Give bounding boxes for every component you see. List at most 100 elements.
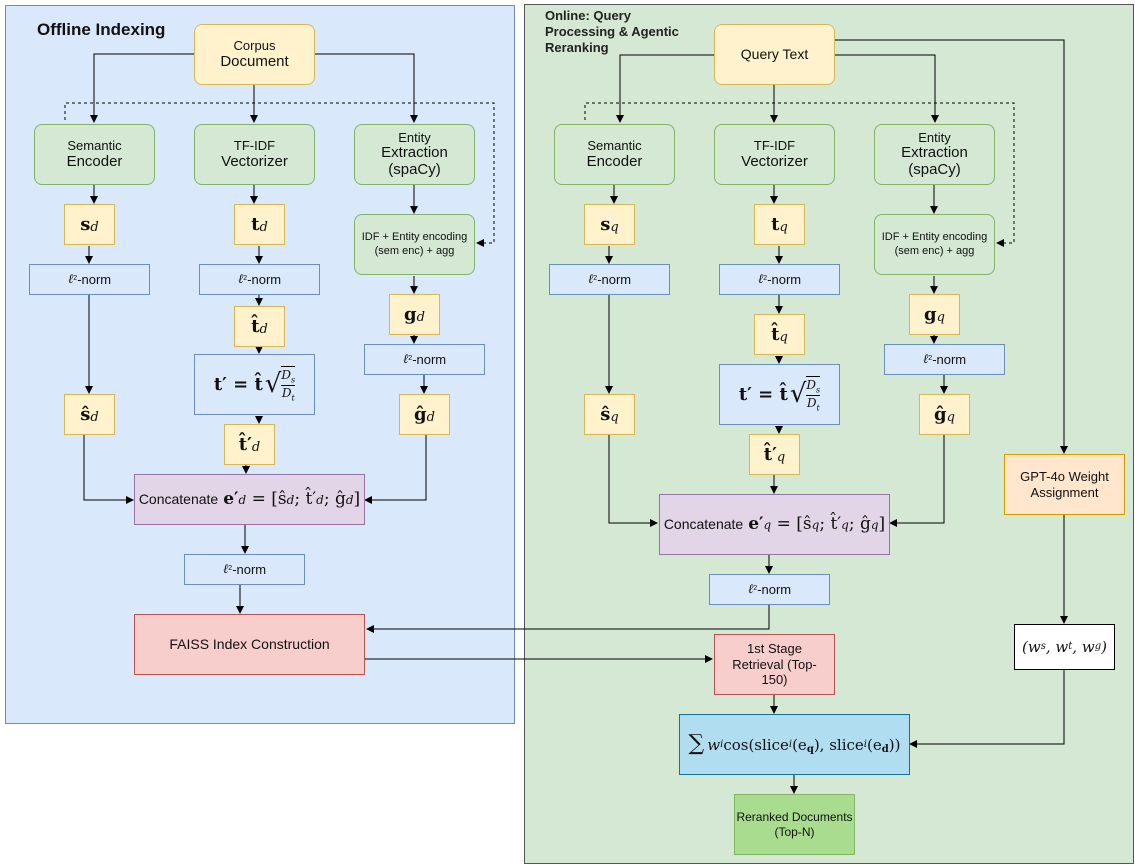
slice-q-sub: i (788, 738, 793, 750)
l2-text: -norm (767, 271, 802, 287)
weights-t-sub: t (1068, 641, 1073, 652)
slice-d-sub: i (863, 738, 867, 750)
concat-e: e′ (223, 489, 239, 510)
l2-symbol: ℓ (237, 271, 244, 287)
t-hat-symbol: t̂ (771, 323, 780, 345)
online-title-line2: Processing & Agentic (545, 24, 679, 39)
tfidf-line1: TF-IDF (233, 137, 276, 153)
g-hat-subscript: q (946, 409, 955, 425)
frac-numerator: D (806, 378, 817, 393)
offline-concatenate-box: Concatenate e′d = [ŝd; t̂′d; ĝd] (134, 474, 365, 525)
frac-denominator-sub: t (816, 403, 820, 413)
l2-symbol: ℓ (67, 271, 74, 287)
semantic-line2: Encoder (586, 153, 643, 171)
concat-formula: e′q = [ŝq; t̂′q; ĝq] (748, 514, 885, 534)
s-hat-symbol: ŝ (600, 403, 611, 425)
offline-entity-extraction: Entity Extraction (spaCy) (354, 124, 475, 185)
g-hat-symbol: ĝ (414, 403, 427, 425)
dashed-arrows (64, 102, 1015, 247)
gpt4o-weight-assignment: GPT-4o Weight Assignment (1004, 454, 1125, 515)
l2-symbol: ℓ (757, 271, 764, 287)
frac-denominator: D (806, 396, 817, 410)
l2-subscript: 2 (928, 355, 933, 363)
l2-symbol: ℓ (402, 351, 409, 367)
frac-denominator-sub: t (291, 393, 295, 403)
l2-symbol: ℓ (922, 351, 929, 367)
g-hat-symbol: ĝ (934, 403, 947, 425)
l2-subscript: 2 (753, 585, 758, 593)
sum-eq-sub: q (807, 734, 814, 756)
online-t-prime-formula: t′ = t̂ √ Ds Dt (719, 364, 840, 425)
corpus-line1: Corpus (233, 37, 276, 53)
sum-mid: ), slice (813, 735, 864, 754)
g-subscript: q (936, 309, 945, 325)
l2-text: -norm (247, 271, 282, 287)
sum-symbol: ∑ (688, 731, 705, 757)
g-subscript: d (416, 309, 425, 325)
concat-end: ] (878, 514, 886, 535)
l2-text: -norm (932, 351, 967, 367)
entity-line1: Entity (918, 129, 951, 145)
online-concatenate-box: Concatenate e′q = [ŝq; t̂′q; ĝq] (659, 494, 890, 555)
concat-rhs: = [ŝ (776, 514, 812, 535)
idf-line1: IDF + Entity encoding (361, 231, 468, 244)
l2-subscript: 2 (243, 275, 248, 283)
sum-w-sub: i (720, 738, 724, 750)
online-entity-extraction: Entity Extraction (spaCy) (874, 124, 995, 185)
frac-numerator-sub: s (816, 385, 821, 395)
semantic-line1: Semantic (67, 137, 122, 153)
l2-text: -norm (757, 581, 792, 597)
g-symbol: g (924, 303, 937, 325)
weights-open: (w (1022, 638, 1041, 656)
sum-eq-open: (e (792, 735, 807, 754)
weights-close: ) (1101, 638, 1107, 656)
t-prime-hat-symbol: t̂′ (238, 433, 252, 455)
l2-text: -norm (412, 351, 447, 367)
entity-line3: (spaCy) (388, 160, 441, 178)
online-tfidf-vectorizer: TF-IDF Vectorizer (714, 124, 835, 185)
l2-text: -norm (232, 561, 267, 577)
retrieval-line1: 1st Stage (747, 641, 802, 657)
sum-end: )) (888, 735, 901, 754)
semantic-line2: Encoder (66, 153, 123, 171)
concat-g: ; ĝ (848, 514, 871, 535)
sum-ed-sub: d (882, 734, 889, 756)
concat-t-sub: d (316, 493, 324, 508)
idf-line2: (sem enc) + agg (374, 244, 455, 257)
tfidf-line2: Vectorizer (741, 153, 808, 171)
l2-subscript: 2 (73, 275, 78, 283)
l2-text: -norm (77, 271, 112, 287)
entity-line2: Extraction (901, 144, 968, 162)
semantic-line1: Semantic (587, 137, 642, 153)
g-hat-subscript: d (426, 409, 435, 425)
online-t-hat: t̂q (754, 314, 805, 355)
concat-end: ] (353, 489, 361, 510)
concat-g-sub: d (345, 493, 354, 508)
offline-t-prime-hat: t̂′d (224, 424, 275, 465)
concat-rhs: = [ŝ (251, 489, 287, 510)
sum-w: w (707, 735, 721, 754)
query-text-box: Query Text (714, 24, 835, 85)
online-title-line1: Online: Query (545, 8, 631, 23)
entity-line2: Extraction (381, 144, 448, 162)
frac-numerator: D (281, 368, 292, 383)
idf-line1: IDF + Entity encoding (881, 231, 988, 244)
s-symbol: s (80, 213, 91, 235)
s-subscript: d (90, 219, 99, 235)
l2-subscript: 2 (763, 275, 768, 283)
online-idf-entity-encoding: IDF + Entity encoding (sem enc) + agg (874, 214, 995, 275)
sum-e-d: d (881, 743, 889, 755)
l2-subscript: 2 (228, 565, 233, 573)
t-prime-equation: t′ = t̂ (213, 373, 263, 395)
s-subscript: q (610, 219, 619, 235)
offline-t-hat: t̂d (234, 306, 285, 347)
l2-subscript: 2 (593, 275, 598, 283)
